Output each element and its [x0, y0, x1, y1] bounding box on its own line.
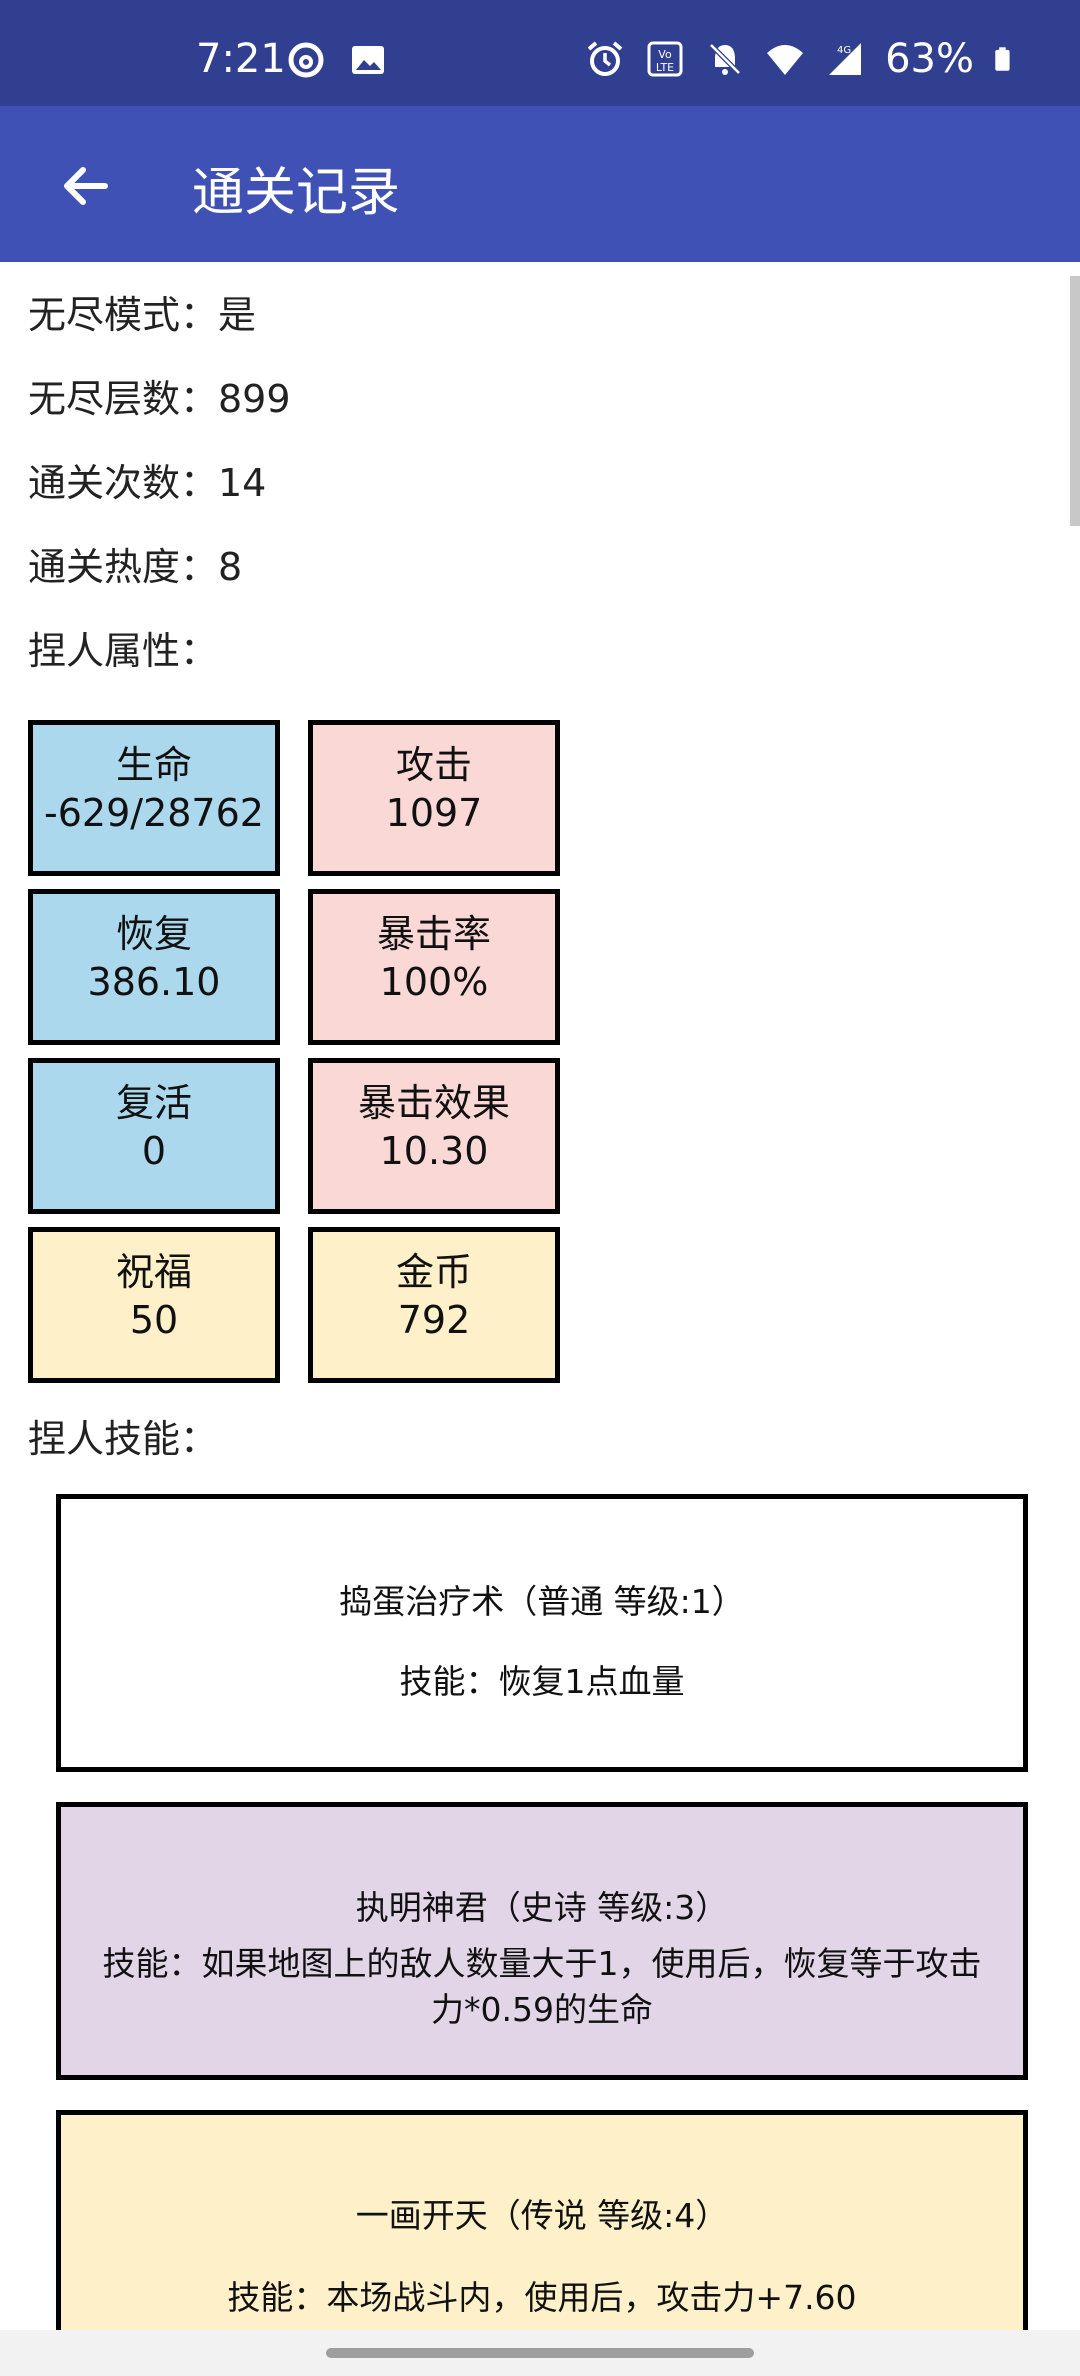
mute-icon	[709, 43, 741, 75]
skill-card: 一画开天（传说 等级:4） 技能：本场战斗内，使用后，攻击力+7.60	[56, 2110, 1028, 2330]
alarm-icon	[587, 41, 623, 76]
volte-icon: Vo LTE	[647, 41, 683, 77]
stat-value: 792	[397, 1298, 471, 1342]
skill-desc: 技能：恢复1点血量	[399, 1662, 685, 1701]
stat-label: 暴击效果	[357, 1081, 510, 1125]
stat-label: 暴击率	[376, 912, 491, 956]
stat-gold: 金币 792	[308, 1227, 560, 1383]
battery-icon	[995, 47, 1010, 71]
skill-desc: 技能：本场战斗内，使用后，攻击力+7.60	[227, 2278, 857, 2317]
scrollbar[interactable]	[1070, 276, 1080, 526]
page-title: 通关记录	[192, 163, 401, 223]
stat-label: 攻击	[395, 743, 472, 787]
status-time: 7:21	[196, 36, 286, 82]
skill-title: 捣蛋治疗术（普通 等级:1）	[339, 1582, 745, 1621]
home-gesture-handle[interactable]	[326, 2348, 754, 2358]
signal-4g-icon: 4G	[829, 43, 862, 75]
endless-floors-text: 无尽层数：899	[28, 377, 291, 421]
skills-label: 捏人技能：	[28, 1417, 219, 1461]
stat-value: 100%	[379, 960, 489, 1004]
app-bar: 通关记录	[0, 106, 1080, 262]
stat-value: 1097	[385, 791, 483, 835]
clear-heat-text: 通关热度：8	[28, 545, 243, 589]
wifi-icon	[767, 45, 804, 75]
stat-label: 恢复	[115, 912, 192, 956]
svg-text:Vo: Vo	[658, 48, 672, 61]
skill-title: 一画开天（传说 等级:4）	[355, 2196, 729, 2235]
stat-label: 生命	[115, 743, 192, 787]
attributes-label: 捏人属性：	[28, 629, 219, 673]
stat-value: 10.30	[379, 1129, 489, 1173]
record-content[interactable]: 无尽模式：是 无尽层数：899 通关次数：14 通关热度：8 捏人属性： 生命 …	[0, 262, 1080, 2330]
skill-card: 捣蛋治疗术（普通 等级:1） 技能：恢复1点血量	[56, 1494, 1028, 1772]
battery-percent: 63%	[885, 36, 974, 82]
stat-value: -629/28762	[44, 791, 264, 835]
stat-crit-effect: 暴击效果 10.30	[308, 1058, 560, 1214]
netease-music-icon	[288, 42, 324, 78]
stat-label: 金币	[395, 1250, 472, 1294]
endless-mode-text: 无尽模式：是	[28, 293, 257, 337]
stat-blessing: 祝福 50	[28, 1227, 280, 1383]
stat-label: 祝福	[115, 1250, 192, 1294]
skill-title: 执明神君（史诗 等级:3）	[355, 1888, 729, 1927]
clear-count-text: 通关次数：14	[28, 461, 267, 505]
stat-value: 0	[141, 1129, 167, 1173]
stat-value: 386.10	[87, 960, 221, 1004]
stat-label: 复活	[115, 1081, 192, 1125]
stat-value: 50	[129, 1298, 179, 1342]
svg-text:4G: 4G	[837, 45, 851, 56]
stat-attack: 攻击 1097	[308, 720, 560, 876]
status-bar: 7:21 Vo LTE	[0, 0, 1080, 106]
navigation-bar	[0, 2330, 1080, 2376]
stat-crit-rate: 暴击率 100%	[308, 889, 560, 1045]
skill-desc: 技能：如果地图上的敌人数量大于1，使用后，恢复等于攻击力*0.59的生命	[102, 1944, 982, 2029]
arrow-left-icon	[64, 167, 108, 205]
skill-card: 执明神君（史诗 等级:3） 技能：如果地图上的敌人数量大于1，使用后，恢复等于攻…	[56, 1802, 1028, 2080]
svg-text:LTE: LTE	[656, 61, 674, 74]
back-button[interactable]	[40, 146, 130, 226]
stat-hp: 生命 -629/28762	[28, 720, 280, 876]
image-icon	[352, 46, 384, 74]
stat-recovery: 恢复 386.10	[28, 889, 280, 1045]
stat-revive: 复活 0	[28, 1058, 280, 1214]
